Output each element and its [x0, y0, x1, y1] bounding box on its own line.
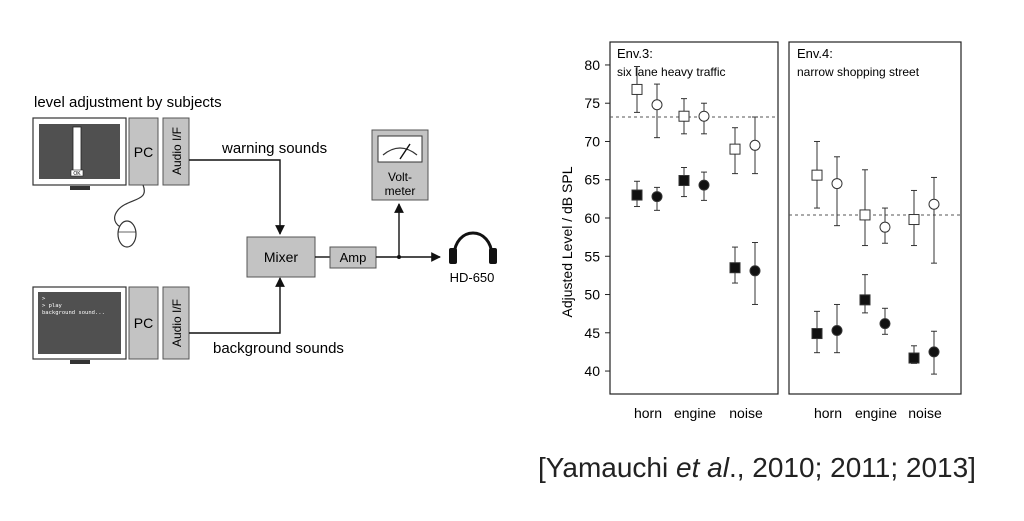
- pc-label-top: PC: [134, 144, 153, 160]
- panel-subtitle: six lane heavy traffic: [617, 65, 726, 79]
- citation-rest: ., 2010; 2011; 2013]: [728, 452, 976, 483]
- citation-open: [Yamauchi: [538, 452, 676, 483]
- amp-box: Amp: [329, 246, 377, 269]
- bottom-monitor: [32, 286, 127, 364]
- open-circle-point: [698, 110, 710, 122]
- category-label: engine: [674, 405, 716, 421]
- level-slider[interactable]: OK: [70, 126, 84, 177]
- mouse-icon: [114, 184, 145, 248]
- citation-etal: et al: [676, 452, 729, 483]
- filled-square-point: [631, 189, 643, 201]
- terminal-line: >: [42, 296, 46, 302]
- filled-circle-point: [749, 265, 761, 277]
- filled-square-point: [729, 262, 741, 274]
- headphones-label: HD-650: [450, 270, 495, 285]
- y-tick-label: 65: [584, 172, 600, 188]
- audio-if-box-bottom: Audio I/F: [162, 286, 190, 360]
- filled-square-point: [859, 294, 871, 306]
- y-tick-label: 55: [584, 248, 600, 264]
- filled-circle-point: [651, 191, 663, 203]
- open-square-point: [908, 214, 920, 226]
- warning-sounds-label: warning sounds: [221, 140, 327, 157]
- y-tick-label: 50: [584, 287, 600, 303]
- y-tick-label: 45: [584, 325, 600, 341]
- open-square-point: [678, 110, 690, 122]
- terminal-line: > play: [42, 303, 63, 309]
- open-square-point: [631, 83, 643, 95]
- audio-if-label-bottom: Audio I/F: [170, 299, 184, 347]
- panel-env4-frame: [788, 41, 962, 395]
- background-sounds-arrow: [189, 277, 285, 334]
- citation: [Yamauchi et al., 2010; 2011; 2013]: [538, 452, 976, 484]
- y-axis-label: Adjusted Level / dB SPL: [559, 166, 575, 317]
- category-label: engine: [855, 405, 897, 421]
- filled-square-point: [811, 328, 823, 340]
- audio-if-box-top: Audio I/F: [162, 117, 190, 186]
- y-tick-label: 70: [584, 133, 600, 149]
- background-sounds-label: background sounds: [213, 340, 344, 357]
- filled-square-point: [908, 352, 920, 364]
- voltmeter-label-1: Volt-: [388, 170, 412, 184]
- panel-env3-frame: [609, 41, 779, 395]
- open-square-point: [811, 169, 823, 181]
- filled-circle-point: [698, 179, 710, 191]
- panel-title: Env.3:: [617, 46, 653, 61]
- audio-if-label-top: Audio I/F: [170, 127, 184, 175]
- warning-sounds-arrow: [189, 159, 285, 235]
- filled-circle-point: [928, 346, 940, 358]
- category-label: horn: [814, 405, 842, 421]
- pc-label-bottom: PC: [134, 315, 153, 331]
- panel-subtitle: narrow shopping street: [797, 65, 920, 79]
- category-label: horn: [634, 405, 662, 421]
- terminal-line: background sound...: [42, 310, 105, 316]
- terminal-text: > > play background sound...: [42, 296, 105, 316]
- open-square-point: [859, 209, 871, 221]
- open-circle-point: [879, 221, 891, 233]
- pc-box-top: PC: [128, 117, 159, 186]
- y-tick-label: 75: [584, 95, 600, 111]
- panel-title: Env.4:: [797, 46, 833, 61]
- open-circle-point: [749, 139, 761, 151]
- filled-square-point: [678, 175, 690, 187]
- filled-circle-point: [831, 324, 843, 336]
- y-tick-label: 40: [584, 363, 600, 379]
- headphones-icon: [449, 231, 497, 264]
- level-adjustment-label: level adjustment by subjects: [34, 94, 222, 111]
- filled-circle-point: [879, 318, 891, 330]
- mixer-box: Mixer: [246, 236, 316, 278]
- category-label: noise: [729, 405, 763, 421]
- slider-ok-label: OK: [73, 171, 81, 177]
- open-square-point: [729, 143, 741, 155]
- gauge-icon: [382, 143, 418, 160]
- amp-label: Amp: [340, 250, 367, 265]
- voltmeter-label-2: meter: [385, 184, 416, 198]
- open-circle-point: [928, 198, 940, 210]
- pc-box-bottom: PC: [128, 286, 159, 360]
- voltmeter-box: [371, 129, 429, 201]
- y-tick-label: 80: [584, 57, 600, 73]
- y-tick-label: 60: [584, 210, 600, 226]
- open-circle-point: [831, 178, 843, 190]
- open-circle-point: [651, 99, 663, 111]
- mixer-label: Mixer: [264, 249, 299, 265]
- category-label: noise: [908, 405, 942, 421]
